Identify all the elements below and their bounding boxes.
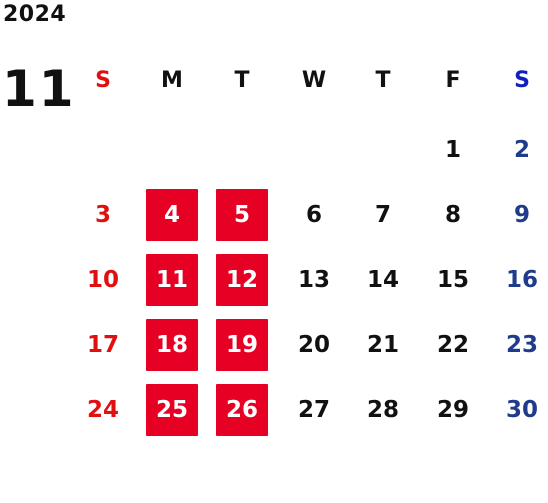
weekday-thu: T <box>375 68 391 93</box>
weekday-wed: W <box>301 68 327 93</box>
day-cell-11[interactable]: 11 <box>146 254 198 306</box>
day-cell-15[interactable]: 15 <box>436 267 469 293</box>
day-cell-3[interactable]: 3 <box>94 202 111 228</box>
day-cell-10[interactable]: 10 <box>86 267 119 293</box>
day-cell-4[interactable]: 4 <box>146 189 198 241</box>
day-cell-27[interactable]: 27 <box>297 397 330 423</box>
day-cell-24[interactable]: 24 <box>86 397 119 423</box>
weekday-mon: M <box>161 68 183 93</box>
weekday-sat: S <box>514 68 530 93</box>
day-cell-29[interactable]: 29 <box>436 397 469 423</box>
weekday-tue: T <box>234 68 250 93</box>
day-cell-20[interactable]: 20 <box>297 332 330 358</box>
day-cell-6[interactable]: 6 <box>305 202 322 228</box>
day-cell-26[interactable]: 26 <box>216 384 268 436</box>
day-cell-30[interactable]: 30 <box>505 397 538 423</box>
year-label: 2024 <box>3 2 67 27</box>
day-cell-13[interactable]: 13 <box>297 267 330 293</box>
month-number: 11 <box>2 60 76 118</box>
day-cell-16[interactable]: 16 <box>505 267 538 293</box>
day-cell-7[interactable]: 7 <box>374 202 391 228</box>
day-cell-22[interactable]: 22 <box>436 332 469 358</box>
day-cell-2[interactable]: 2 <box>513 137 530 163</box>
day-cell-19[interactable]: 19 <box>216 319 268 371</box>
day-cell-5[interactable]: 5 <box>216 189 268 241</box>
day-cell-18[interactable]: 18 <box>146 319 198 371</box>
weekday-sun: S <box>95 68 111 93</box>
day-cell-21[interactable]: 21 <box>366 332 399 358</box>
day-cell-1[interactable]: 1 <box>444 137 461 163</box>
day-cell-28[interactable]: 28 <box>366 397 399 423</box>
day-cell-25[interactable]: 25 <box>146 384 198 436</box>
day-cell-17[interactable]: 17 <box>86 332 119 358</box>
weekday-fri: F <box>445 68 461 93</box>
day-cell-14[interactable]: 14 <box>366 267 399 293</box>
day-cell-9[interactable]: 9 <box>513 202 530 228</box>
day-cell-23[interactable]: 23 <box>505 332 538 358</box>
day-cell-12[interactable]: 12 <box>216 254 268 306</box>
day-cell-8[interactable]: 8 <box>444 202 461 228</box>
